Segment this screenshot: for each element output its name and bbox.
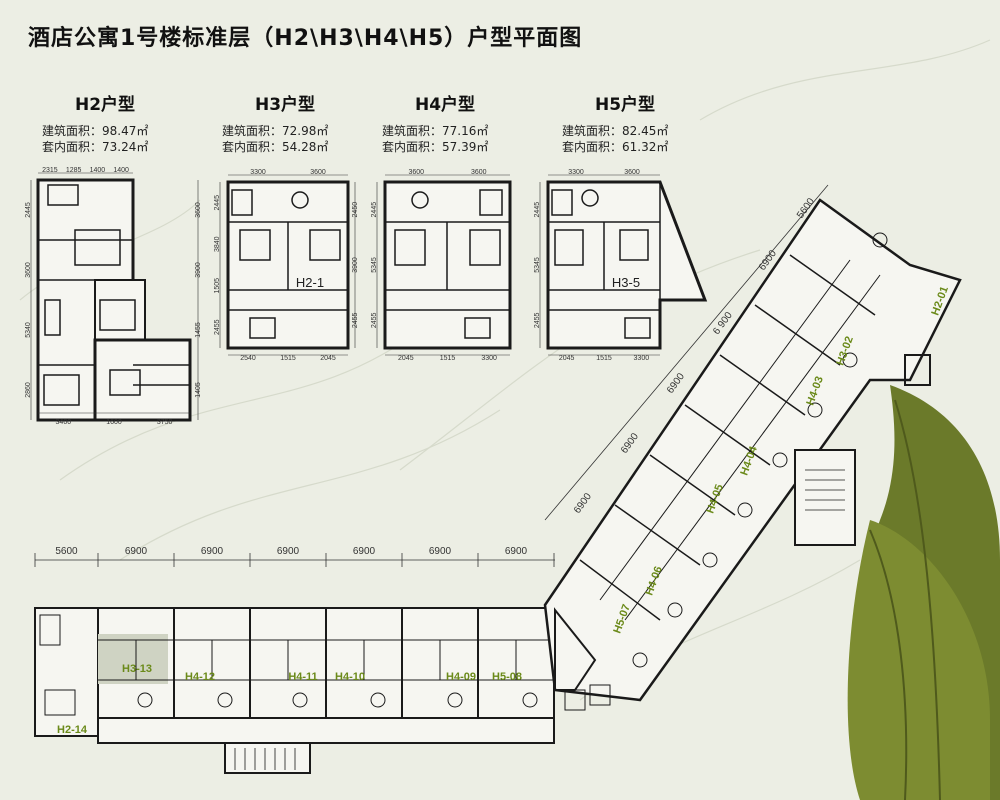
plan-unit-label: H2-1 bbox=[296, 275, 324, 290]
dimension-label: 2455 bbox=[534, 312, 541, 328]
unit-name: H2户型 bbox=[74, 95, 136, 115]
dimension-label: 3840 bbox=[214, 236, 221, 252]
dimension-label: 2455 bbox=[371, 312, 378, 328]
unit-h2-header: H2户型 建筑面积：98.47㎡ 套内面积：73.24㎡ bbox=[20, 90, 190, 155]
building-dimension-label: 5600 bbox=[55, 546, 78, 557]
dimension-label: 3600 bbox=[624, 169, 640, 176]
dimension-label: 1505 bbox=[214, 278, 221, 294]
dimension-label: 3400 bbox=[56, 419, 72, 426]
unit-label: H4-10 bbox=[335, 671, 365, 683]
dimension-label: 3600 bbox=[195, 202, 202, 218]
dimension-label: 3600 bbox=[408, 169, 424, 176]
unit-name: H5户型 bbox=[594, 95, 656, 115]
unit-h2-plan bbox=[30, 172, 199, 422]
unit-h5-plan bbox=[539, 174, 708, 356]
building-area: 建筑面积：77.16㎡ bbox=[382, 124, 489, 138]
dimension-label: 1455 bbox=[195, 322, 202, 338]
building-area: 建筑面积：98.47㎡ bbox=[42, 124, 149, 138]
building-dimension-label: 6900 bbox=[619, 431, 641, 456]
dimension-label: 3300 bbox=[481, 355, 497, 362]
building-dimension-label: 6900 bbox=[429, 546, 452, 557]
background-leaf-pattern bbox=[19, 39, 991, 701]
unit-h4-header: H4户型 建筑面积：77.16㎡ 套内面积：57.39㎡ bbox=[360, 90, 530, 155]
dimension-label: 2045 bbox=[320, 355, 336, 362]
unit-label: H4-11 bbox=[288, 671, 317, 683]
dimension-label: 3300 bbox=[250, 169, 266, 176]
building-diagonal-wing bbox=[543, 184, 962, 711]
dimension-label: 2450 bbox=[352, 202, 359, 218]
page-title: 酒店公寓1号楼标准层（H2\H3\H4\H5）户型平面图 bbox=[28, 26, 583, 51]
dimension-label: 1405 bbox=[195, 382, 202, 398]
unit-name: H4户型 bbox=[414, 95, 476, 115]
inner-area: 套内面积：73.24㎡ bbox=[42, 140, 149, 154]
dimension-label: 1285 bbox=[66, 167, 82, 174]
dimension-label: 2860 bbox=[25, 382, 32, 398]
building-dimension-label: 6900 bbox=[572, 491, 594, 516]
dimension-label: 2455 bbox=[352, 312, 359, 328]
plan-unit-label: H3-5 bbox=[612, 275, 640, 290]
building-dimension-label: 6900 bbox=[353, 546, 376, 557]
dimension-label: 3750 bbox=[157, 419, 173, 426]
inner-area: 套内面积：57.39㎡ bbox=[382, 140, 489, 154]
building-dimension-label: 6900 bbox=[277, 546, 300, 557]
dimension-label: 1400 bbox=[90, 167, 106, 174]
dimension-label: 3600 bbox=[25, 262, 32, 278]
dimension-label: 2445 bbox=[25, 202, 32, 218]
dimension-label: 3900 bbox=[352, 257, 359, 273]
dimension-label: 2045 bbox=[398, 355, 414, 362]
building-dimension-label: 6900 bbox=[201, 546, 224, 557]
unit-h3-plan bbox=[219, 174, 356, 356]
inner-area: 套内面积：61.32㎡ bbox=[562, 140, 669, 154]
building-area: 建筑面积：72.98㎡ bbox=[222, 124, 329, 138]
dimension-label: 3300 bbox=[634, 355, 650, 362]
building-area: 建筑面积：82.45㎡ bbox=[562, 124, 669, 138]
dimension-label: 3600 bbox=[471, 169, 487, 176]
unit-label: H5-08 bbox=[492, 671, 522, 683]
dimension-label: 2045 bbox=[559, 355, 575, 362]
dimension-label: 3600 bbox=[310, 169, 326, 176]
unit-label: H4-12 bbox=[185, 671, 215, 683]
building-bottom-wing bbox=[34, 553, 555, 774]
unit-h3-header: H3户型 建筑面积：72.98㎡ 套内面积：54.28㎡ bbox=[200, 90, 370, 155]
dimension-label: 1400 bbox=[113, 167, 129, 174]
unit-label: H4-09 bbox=[446, 671, 476, 683]
dimension-label: 5345 bbox=[371, 257, 378, 273]
unit-label: H2-14 bbox=[57, 724, 88, 736]
dimension-label: 5345 bbox=[534, 257, 541, 273]
dimension-label: 2455 bbox=[214, 319, 221, 335]
decorative-leaf-icon bbox=[847, 385, 1000, 800]
dimension-label: 2445 bbox=[214, 195, 221, 211]
building-dimension-label: 6900 bbox=[125, 546, 148, 557]
unit-h4-plan bbox=[376, 174, 512, 356]
unit-h5-header: H5户型 建筑面积：82.45㎡ 套内面积：61.32㎡ bbox=[540, 90, 710, 155]
dimension-label: 1515 bbox=[596, 355, 612, 362]
dimension-label: 5340 bbox=[25, 322, 32, 338]
dimension-label: 1515 bbox=[440, 355, 456, 362]
dimension-label: 3300 bbox=[568, 169, 584, 176]
dimension-label: 3900 bbox=[195, 262, 202, 278]
unit-label: H3-13 bbox=[122, 663, 152, 675]
dimension-label: 2445 bbox=[371, 202, 378, 218]
dimension-label: 2540 bbox=[240, 355, 256, 362]
inner-area: 套内面积：54.28㎡ bbox=[222, 140, 329, 154]
dimension-label: 1515 bbox=[280, 355, 296, 362]
unit-name: H3户型 bbox=[254, 95, 316, 115]
dimension-label: 2445 bbox=[534, 202, 541, 218]
dimension-label: 1600 bbox=[106, 419, 122, 426]
building-dimension-label: 6900 bbox=[505, 546, 528, 557]
dimension-label: 2315 bbox=[42, 167, 58, 174]
building-dimension-label: 6900 bbox=[665, 371, 687, 396]
